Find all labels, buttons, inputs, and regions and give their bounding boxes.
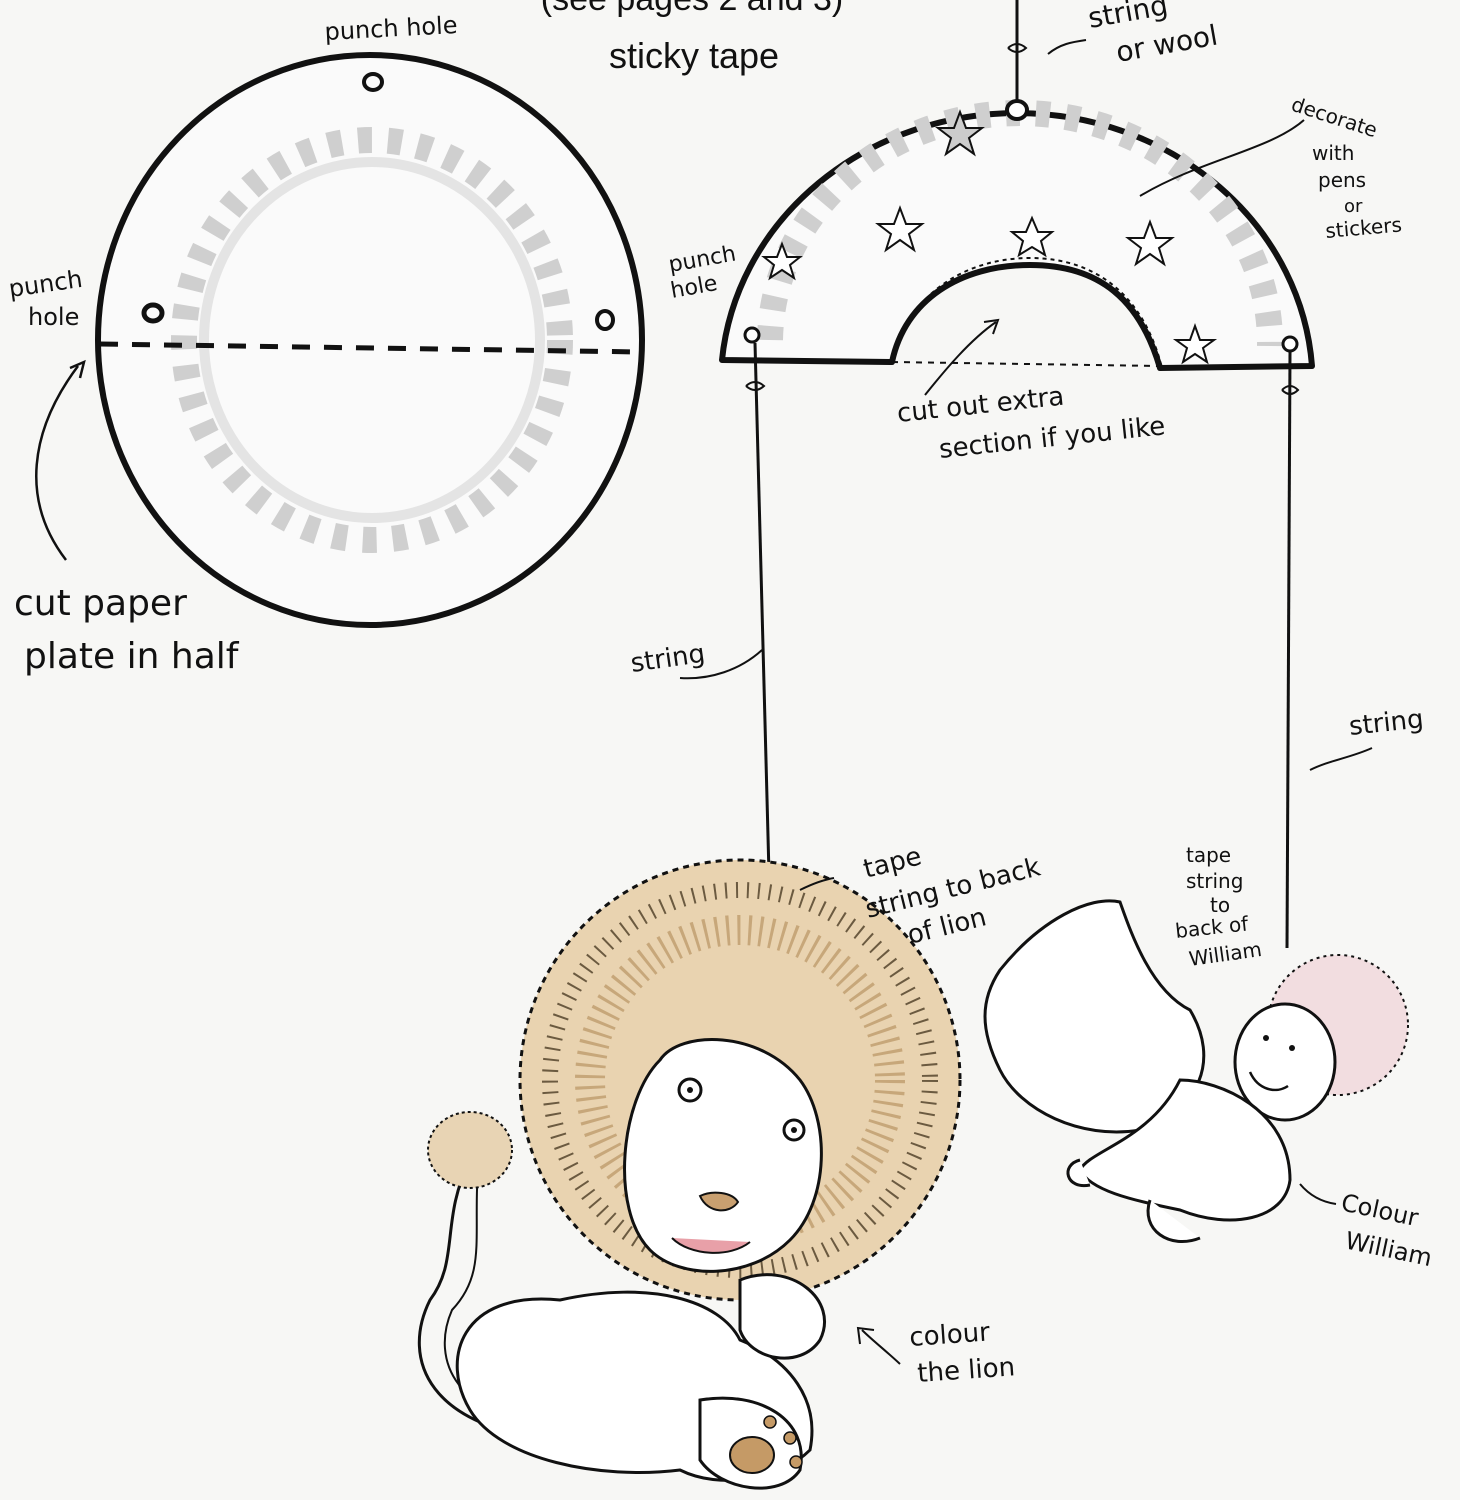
label-string-left: string [629,639,707,679]
label-cut-2: plate in half [24,636,240,677]
pointer-line [1310,748,1372,770]
pointer-line [1300,1184,1336,1204]
lion-toe [784,1432,796,1444]
label-tape-william-2: string [1186,869,1243,893]
label-decorate-3: pens [1318,168,1366,192]
pointer-line [1048,40,1086,54]
sticky-tape-label: sticky tape [609,35,779,76]
arrow-head [858,1328,874,1344]
lion-face [625,1040,822,1272]
label-decorate-4: or [1344,196,1363,217]
label-colour-lion-2: the lion [916,1352,1016,1389]
lion-illustration [419,860,960,1488]
label-decorate-5: stickers [1324,212,1402,243]
william-eye [1289,1045,1295,1051]
label-cut-1: cut paper [14,583,187,624]
label-decorate-2: with [1312,141,1354,165]
lion-tail-tuft [428,1112,512,1188]
lion-pupil [687,1087,693,1093]
arrow-icon [925,322,996,395]
label-tape-william-1: tape [1186,843,1231,867]
william-eye [1263,1035,1269,1041]
paper-plate-full [98,55,642,625]
label-colour-william-1: Colour [1339,1188,1421,1232]
label-tape-lion-1: tape [860,841,924,884]
label-cut-out-1: cut out extra [896,382,1066,429]
header-partial-line: (see pages 2 and 3) [541,0,843,18]
label-punch-hole-left-2: hole [28,303,79,331]
label-tape-william-5: William [1187,937,1263,971]
label-colour-william-2: William [1343,1226,1435,1272]
punch-hole-icon [1007,101,1027,119]
string-to-lion [755,343,770,912]
label-punch-hole-left-1: punch [7,265,84,303]
label-colour-lion-1: colour [908,1317,991,1353]
lion-paw-pad [730,1437,774,1473]
lion-toe [790,1456,802,1468]
label-decorate-1: decorate [1288,92,1380,142]
label-string-right: string [1348,704,1425,742]
arrow-icon [862,1330,900,1364]
string-to-william [1287,352,1290,948]
half-plate-mobile [722,101,1312,368]
arrow-icon [36,366,78,560]
lion-pupil [791,1127,797,1133]
lion-toe [764,1416,776,1428]
label-tape-william-4: back of [1174,911,1250,943]
label-punch-hole-top: punch hole [324,11,458,46]
punch-hole-icon [1283,337,1297,351]
optional-cut-base [892,362,1160,366]
punch-hole-icon [745,328,759,342]
